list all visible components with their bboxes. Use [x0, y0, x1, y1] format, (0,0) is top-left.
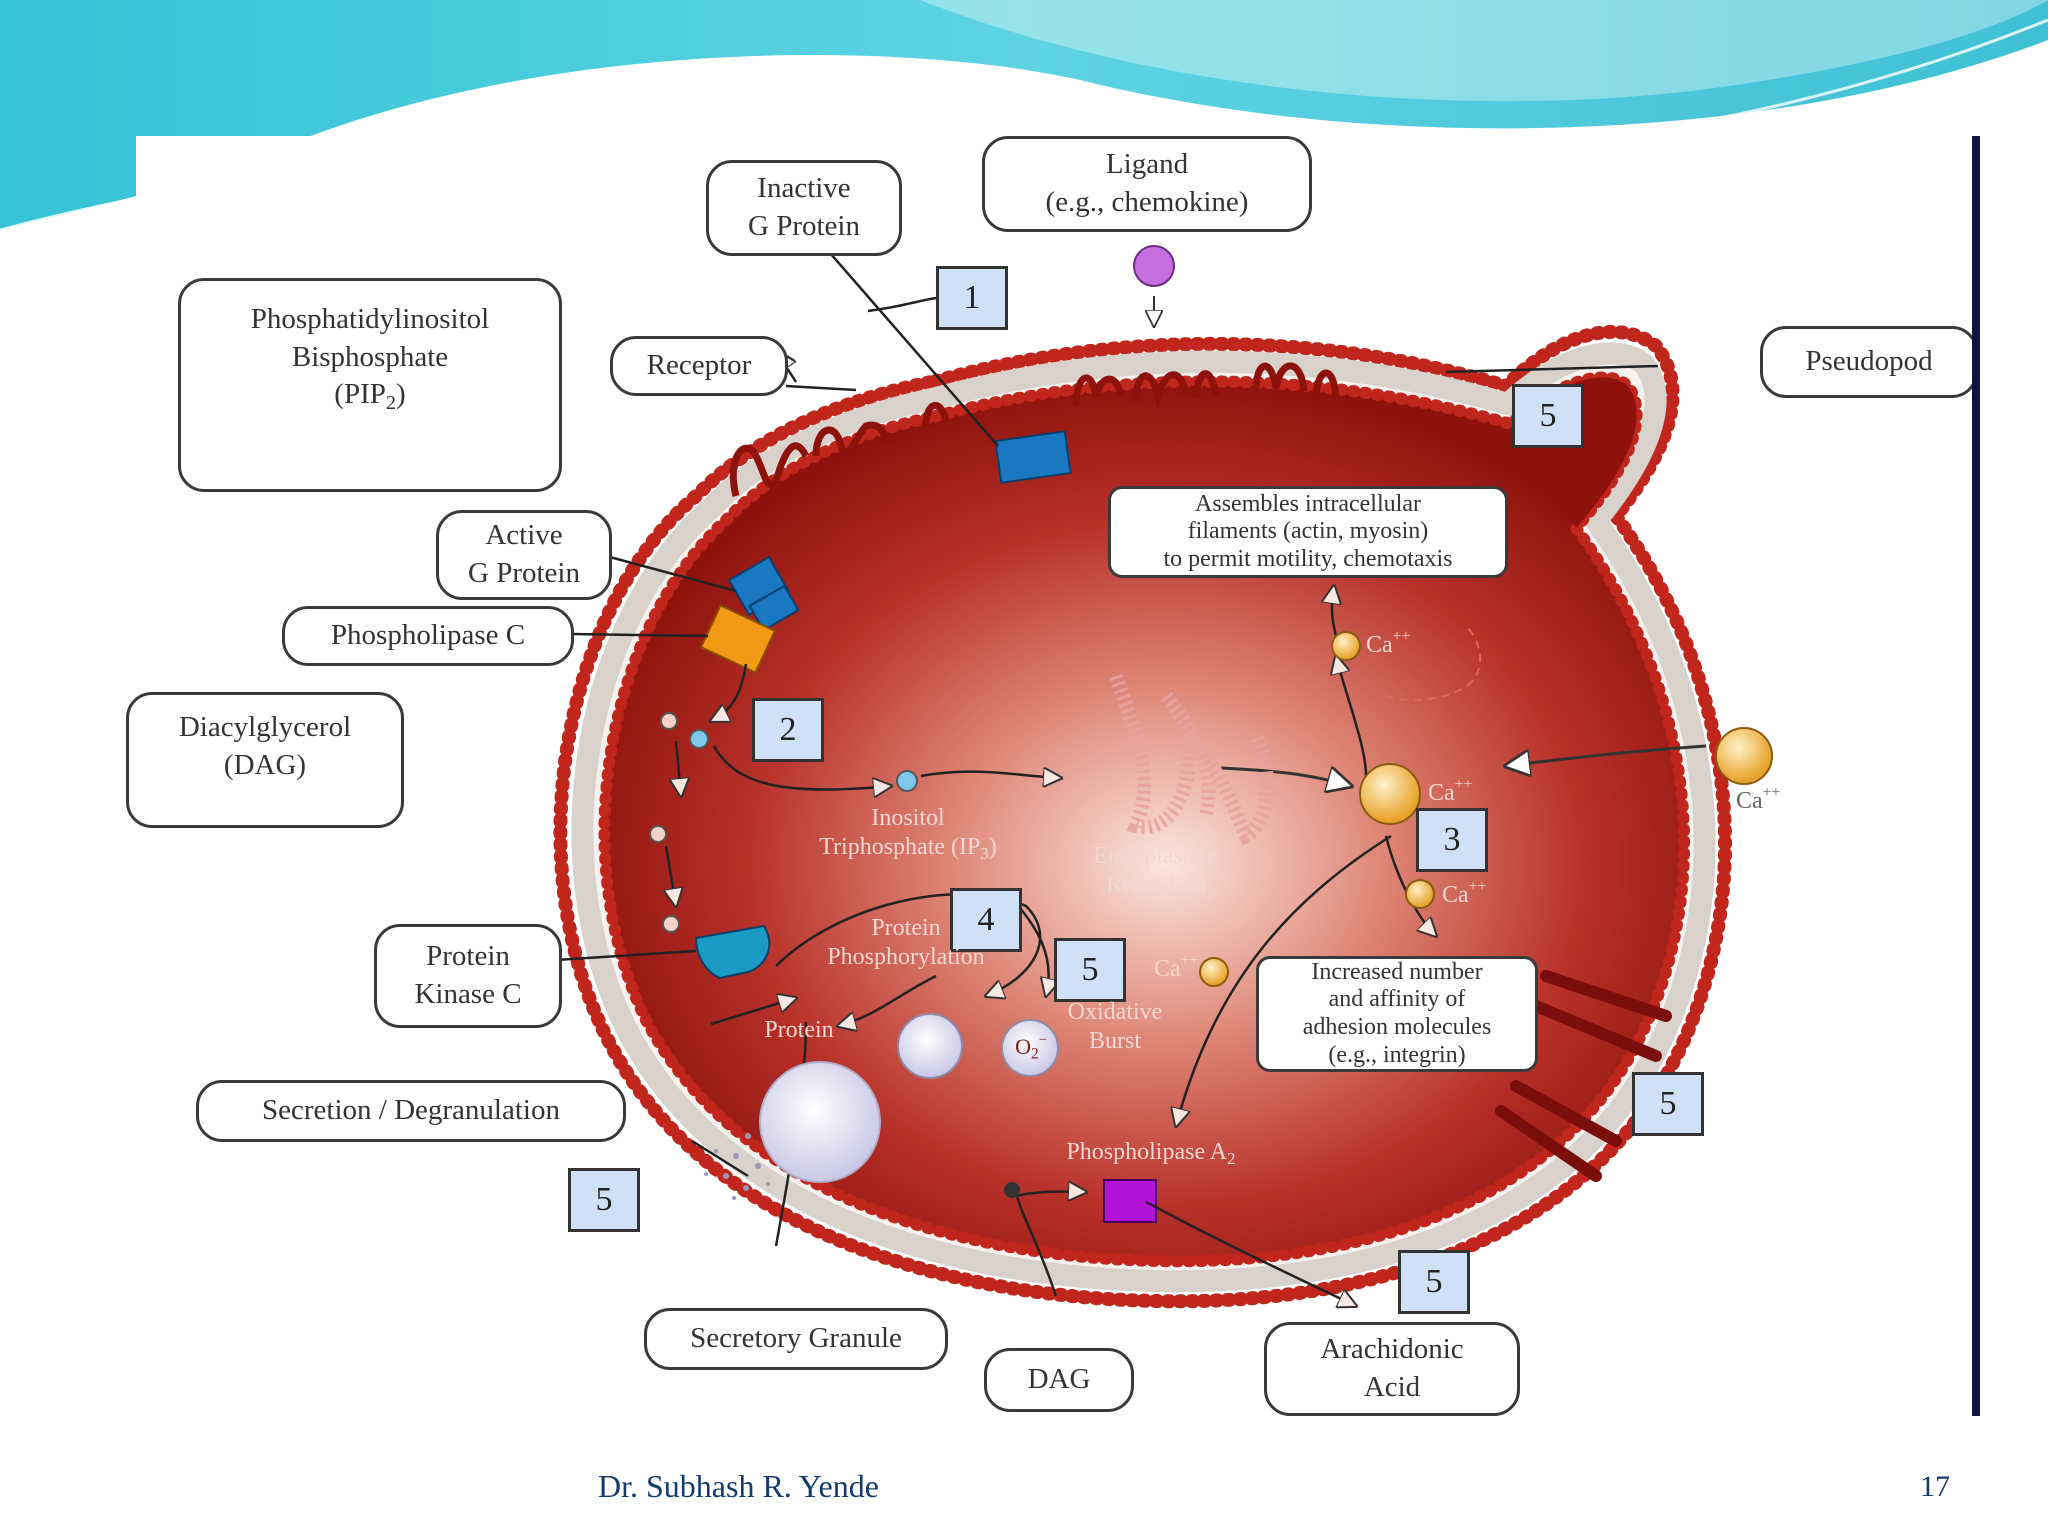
- arachidonic-text-1: Arachidonic: [1320, 1333, 1464, 1366]
- arachidonic-acid-label: Arachidonic Acid: [1264, 1322, 1520, 1416]
- dag-bottom-text: DAG: [1027, 1363, 1091, 1396]
- inactive-g-text-2: G Protein: [748, 210, 860, 242]
- step-3-box: 3: [1416, 808, 1488, 872]
- active-g-protein-label: Active G Protein: [436, 510, 612, 600]
- phospholipase-c-text: Phospholipase C: [330, 619, 526, 652]
- ip3-text-2b: ): [988, 833, 997, 860]
- pla2-sub: 2: [1227, 1149, 1236, 1169]
- ca-label-external: Ca++: [1736, 784, 1816, 816]
- increased-text-3: adhesion molecules: [1302, 1014, 1492, 1040]
- ip3-text-2a: Triphosphate (IP: [819, 833, 981, 860]
- step-5-oxidative-box: 5: [1054, 938, 1126, 1002]
- ca-label-center: Ca++: [1428, 776, 1508, 808]
- inactive-g-protein-label: Inactive G Protein: [706, 160, 902, 256]
- adhesion-molecules-label: Increased number and affinity of adhesio…: [1256, 956, 1538, 1072]
- oxidative-text-2: Burst: [1088, 1027, 1141, 1054]
- step-5-arachidonic-box: 5: [1398, 1250, 1470, 1314]
- ca-label-right: Ca++: [1442, 878, 1522, 910]
- assembles-text-3: to permit motility, chemotaxis: [1163, 545, 1453, 572]
- secretion-text: Secretion / Degranulation: [262, 1094, 560, 1127]
- ligand-label: Ligand (e.g., chemokine): [982, 136, 1312, 232]
- secretion-label: Secretion / Degranulation: [196, 1080, 626, 1142]
- protein-kinase-c-label: Protein Kinase C: [374, 924, 562, 1028]
- protein-text: Protein: [764, 1017, 834, 1043]
- ca-top-sup: ++: [1392, 628, 1411, 645]
- oxidative-burst-label: Oxidative Burst: [1040, 998, 1190, 1056]
- step-5-adhesion-box: 5: [1632, 1072, 1704, 1136]
- o2-sup: −: [1038, 1032, 1047, 1048]
- ca-top-text: Ca: [1366, 631, 1393, 658]
- active-g-text-1: Active: [485, 519, 563, 552]
- step-1-box: 1: [936, 266, 1008, 330]
- ip3-text-1: Inositol: [871, 805, 945, 831]
- pip2-text-3a: (PIP: [334, 378, 386, 411]
- neutrophil-activation-figure: Ligand (e.g., chemokine) Inactive G Prot…: [126, 136, 1978, 1416]
- ligand-text-1: Ligand: [1105, 148, 1189, 181]
- step-5-pseudopod-box: 5: [1512, 384, 1584, 448]
- pip2-sub: 2: [385, 392, 397, 415]
- dag-label: Diacylglycerol (DAG): [126, 692, 404, 828]
- dag-text-1: Diacylglycerol: [178, 711, 352, 743]
- protein-phos-text-1: Protein: [871, 915, 941, 941]
- protein-phosphorylation-label: Protein Phosphorylation: [776, 914, 1036, 972]
- assembles-text-1: Assembles intracellular: [1195, 490, 1421, 517]
- pip2-text-1: Phosphatidylinositol: [250, 303, 490, 335]
- increased-text-4: (e.g., integrin): [1328, 1041, 1466, 1068]
- oxidative-text-1: Oxidative: [1067, 999, 1163, 1025]
- ip3-sub: 3: [980, 843, 989, 863]
- er-text-2: Reticulum: [1106, 871, 1206, 898]
- pip2-text-3: (PIP2): [334, 376, 405, 416]
- pip2-label: Phosphatidylinositol Bisphosphate (PIP2): [178, 278, 562, 492]
- dag-bottom-label: DAG: [984, 1348, 1134, 1412]
- increased-text-2: and affinity of: [1328, 986, 1466, 1013]
- phospholipase-c-label: Phospholipase C: [282, 606, 574, 666]
- footer-author: Dr. Subhash R. Yende: [598, 1468, 879, 1504]
- active-g-text-2: G Protein: [468, 557, 580, 589]
- page-number: 17: [1920, 1470, 1950, 1503]
- figure-right-border: [1972, 136, 1980, 1416]
- ca-right-text: Ca: [1442, 881, 1469, 908]
- assembles-text-2: filaments (actin, myosin): [1187, 518, 1429, 545]
- protein-label: Protein: [734, 1016, 864, 1045]
- inactive-g-text-1: Inactive: [757, 172, 851, 205]
- ca-label-left: Ca++: [1154, 952, 1214, 984]
- arachidonic-text-2: Acid: [1363, 1371, 1421, 1403]
- ca-label-top: Ca++: [1366, 628, 1446, 660]
- pkc-text-2: Kinase C: [414, 978, 522, 1010]
- ca-right-sup: ++: [1468, 878, 1487, 895]
- pkc-text-1: Protein: [426, 940, 510, 973]
- ip3-text-2: Triphosphate (IP3): [778, 833, 1038, 864]
- receptor-label: Receptor: [610, 336, 788, 396]
- secretory-granule-label: Secretory Granule: [644, 1308, 948, 1370]
- phospholipase-a2-label: Phospholipase A2: [1026, 1138, 1276, 1169]
- pseudopod-label: Pseudopod: [1760, 326, 1978, 398]
- o2-text: O: [1015, 1034, 1032, 1059]
- er-label: Endoplasmic Reticulum: [1056, 842, 1256, 900]
- pip2-text-3b: ): [396, 378, 406, 411]
- step-4-box: 4: [950, 888, 1022, 952]
- pip2-text-2: Bisphosphate: [291, 340, 449, 373]
- protein-phos-text-2: Phosphorylation: [827, 943, 985, 970]
- ca-left-sup: ++: [1180, 952, 1199, 969]
- pla2-text: Phospholipase A: [1066, 1139, 1228, 1165]
- receptor-text: Receptor: [646, 349, 752, 382]
- pseudopod-text: Pseudopod: [1805, 345, 1933, 378]
- ip3-label: Inositol Triphosphate (IP3): [778, 804, 1038, 864]
- dag-text-2: (DAG): [223, 748, 307, 781]
- step-5-secretion-box: 5: [568, 1168, 640, 1232]
- ca-center-sup: ++: [1454, 776, 1473, 793]
- increased-text-1: Increased number: [1311, 958, 1483, 985]
- ca-ext-sup: ++: [1762, 784, 1781, 801]
- ca-ext-text: Ca: [1736, 787, 1763, 814]
- ligand-text-2: (e.g., chemokine): [1045, 186, 1249, 218]
- o2-sub: 2: [1031, 1045, 1039, 1063]
- ca-center-text: Ca: [1428, 779, 1455, 806]
- assembles-filaments-label: Assembles intracellular filaments (actin…: [1108, 486, 1508, 578]
- er-text-1: Endoplasmic: [1093, 843, 1219, 869]
- secretory-granule-text: Secretory Granule: [690, 1322, 902, 1355]
- ca-left-text: Ca: [1154, 955, 1181, 982]
- step-2-box: 2: [752, 698, 824, 762]
- o2-label: O2−: [1006, 1032, 1056, 1064]
